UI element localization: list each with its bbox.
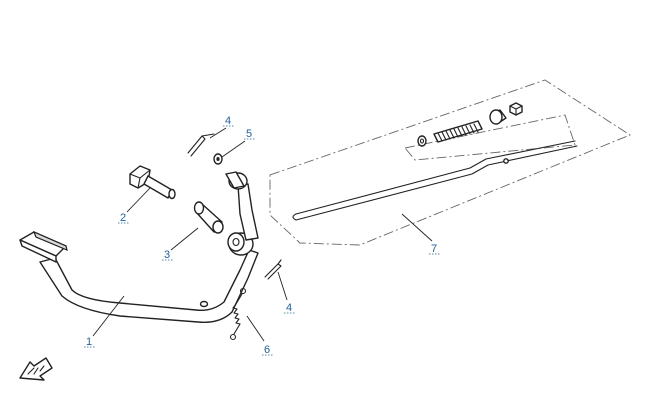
- svg-text:4: 4: [225, 115, 231, 127]
- svg-text:3: 3: [164, 249, 170, 261]
- bushing: [193, 201, 224, 234]
- leader-4b: [277, 271, 288, 301]
- fwd-arrow-icon: [19, 357, 53, 381]
- svg-text:6: 6: [264, 344, 270, 356]
- callout-3: 3: [162, 249, 173, 261]
- leader-3: [170, 227, 199, 251]
- callout-4a: 4: [223, 115, 234, 127]
- callout-2: 2: [118, 212, 129, 224]
- leader-2: [126, 187, 151, 213]
- leader-4a: [209, 127, 227, 139]
- subgroup-outline-7: [404, 114, 576, 161]
- adjuster-nut: [489, 102, 523, 125]
- svg-text:4: 4: [286, 302, 292, 314]
- brake-pedal-arm: [19, 171, 259, 323]
- cotter-pin-lower: [264, 259, 282, 280]
- cotter-pin-upper: [187, 133, 215, 157]
- callout-7: 7: [429, 243, 440, 255]
- leader-5: [221, 140, 246, 158]
- callout-4b: 4: [284, 302, 295, 314]
- leader-1: [92, 295, 125, 337]
- svg-text:7: 7: [431, 243, 437, 255]
- rod-spring: [417, 120, 483, 147]
- svg-text:5: 5: [246, 128, 252, 140]
- washer: [213, 153, 223, 165]
- brake-rod: [292, 140, 578, 221]
- group-outline-7: [269, 79, 631, 246]
- leader-6: [246, 315, 265, 342]
- leader-7: [401, 213, 433, 242]
- svg-text:2: 2: [120, 212, 126, 224]
- callout-6: 6: [262, 344, 273, 356]
- return-spring: [229, 287, 247, 341]
- callout-5: 5: [244, 128, 255, 140]
- pivot-bolt: [129, 165, 176, 200]
- callout-1: 1: [84, 336, 95, 348]
- svg-text:1: 1: [86, 336, 92, 348]
